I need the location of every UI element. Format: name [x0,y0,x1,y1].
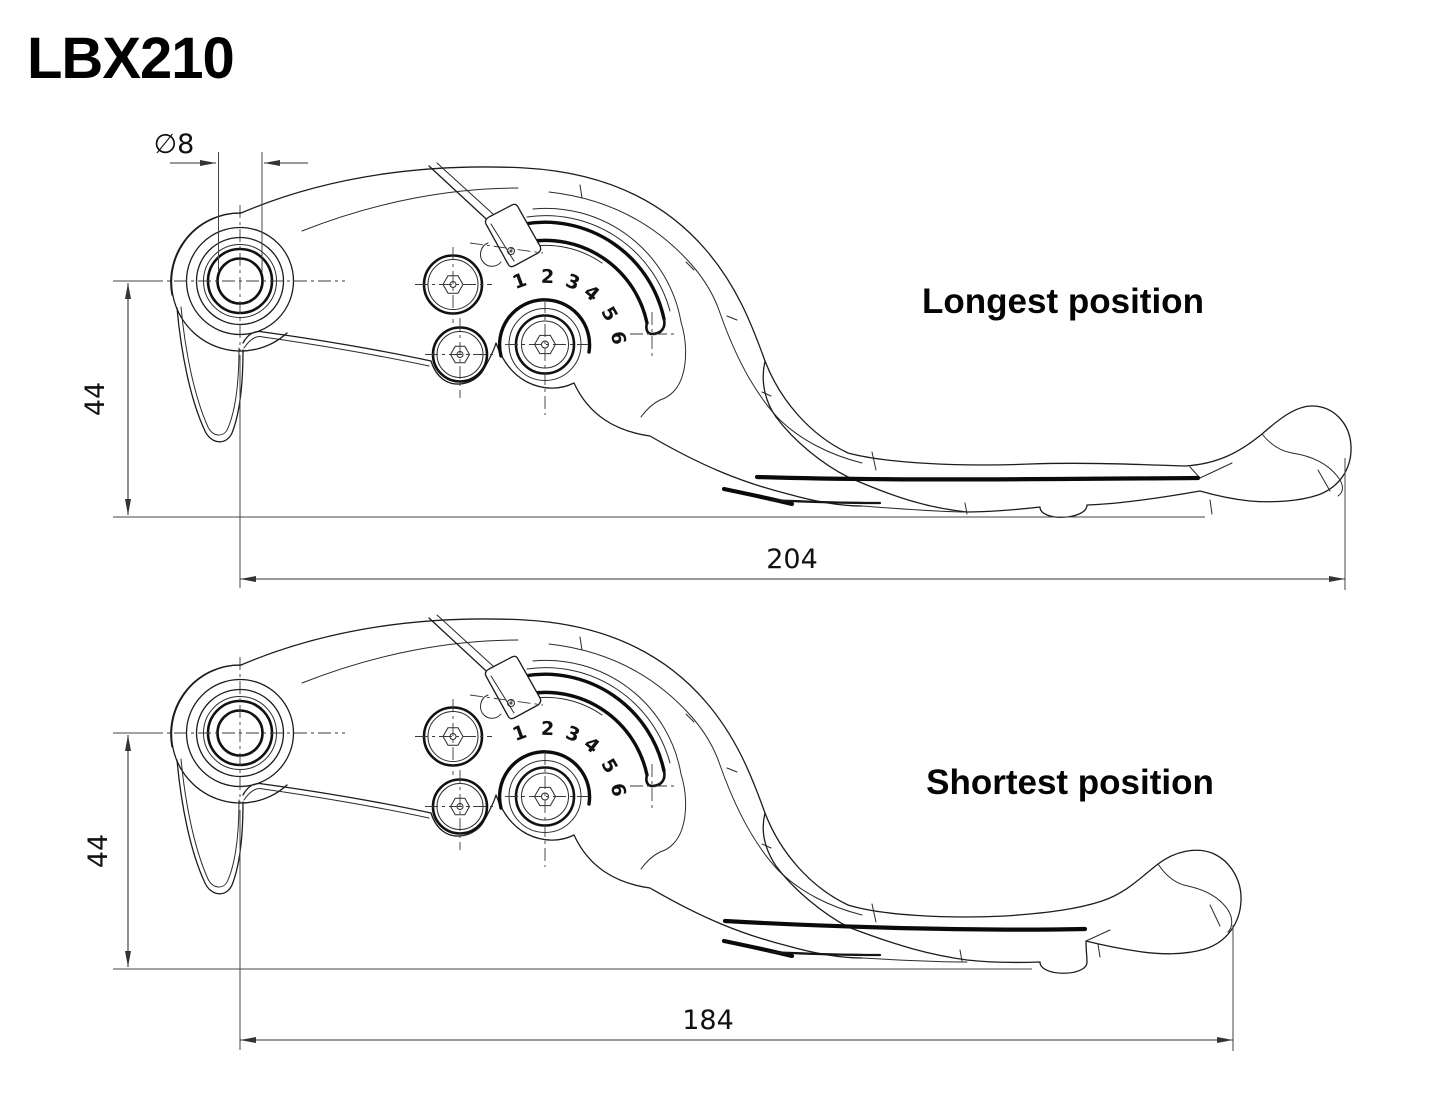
dial-number: 3 [562,722,583,747]
dial-number: 1 [510,721,530,746]
page-title: LBX210 [27,26,234,91]
dim-length-shortest: 184 [239,810,1234,1051]
dim-height-longest: 44 [80,280,1205,518]
dial-number: 4 [580,733,604,758]
dim-length-longest: 204 [239,355,1346,590]
shortest-position-label: Shortest position [926,763,1214,802]
dial-number: 2 [541,266,555,288]
ball-end-contours [1157,863,1189,887]
dim-length-label: 184 [682,1005,734,1036]
blade-longest [762,360,1352,518]
dial-number: 1 [510,269,530,294]
insert-edge [722,918,1088,932]
view-longest: 1 2 3 4 5 6 ∅8 44 204 Longest position [80,129,1352,590]
dim-height-label: 44 [83,834,114,868]
dim-height-shortest: 44 [83,732,1032,970]
dim-pivot-diameter: ∅8 [154,129,308,272]
longest-position-label: Longest position [922,282,1204,321]
dial-number: 6 [606,330,630,347]
dim-height-label: 44 [80,382,111,416]
dial-number: 4 [580,281,604,306]
dim-length-label: 204 [766,544,818,575]
dial-number: 6 [606,782,630,799]
blade-shortest [762,812,1242,974]
dial-number: 2 [541,718,555,740]
dial-number: 5 [596,303,622,325]
view-shortest: 1 2 3 4 5 6 44 184 Shortest position [83,613,1242,1051]
insert-edge [754,474,1201,482]
dial-number: 3 [562,270,583,295]
dial-number: 5 [596,755,622,777]
ball-end-contours [1261,433,1293,454]
dim-diameter-label: ∅8 [154,129,195,160]
